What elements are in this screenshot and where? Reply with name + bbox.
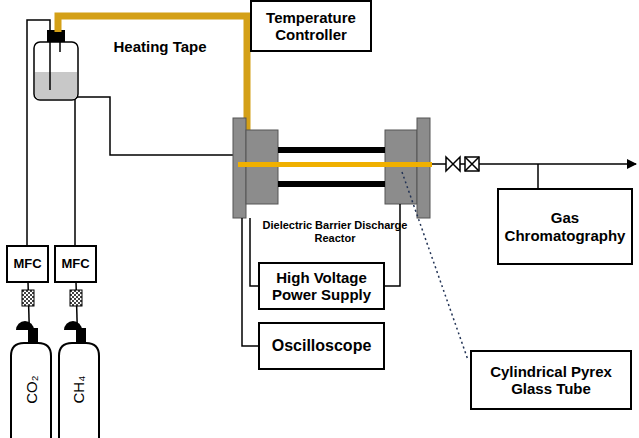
mfc-box: MFC xyxy=(6,245,49,283)
scope-wire xyxy=(242,218,258,346)
box-label: Cylindrical Pyrex Glass Tube xyxy=(474,363,628,398)
filter-symbol xyxy=(70,290,82,306)
callout-box: Cylindrical Pyrex Glass Tube xyxy=(470,350,632,410)
saturator-bottle xyxy=(34,30,78,100)
outlet-line xyxy=(432,163,636,165)
hv-wire xyxy=(250,218,258,286)
valve-symbols xyxy=(446,157,479,171)
dbd-reactor xyxy=(233,118,432,218)
filter-symbol xyxy=(22,290,34,306)
reactor-label: Dielectric Barrier Discharge Reactor xyxy=(262,219,408,244)
oscilloscope-box: Oscilloscope xyxy=(258,322,385,370)
box-label: Gas Chromatography xyxy=(501,209,629,244)
gas-label: CH₄ xyxy=(70,376,87,404)
box-label: Temperature Controller xyxy=(254,9,368,44)
box-label: Oscilloscope xyxy=(272,337,372,355)
feed-line xyxy=(82,97,233,155)
controller-box: Temperature Controller xyxy=(250,0,372,52)
gas-cylinder: CH₄ xyxy=(58,342,100,438)
mfc-box: MFC xyxy=(54,245,97,283)
gas-cylinder: CO₂ xyxy=(10,342,52,438)
heating-tape xyxy=(58,16,247,140)
box-label: High Voltage Power Supply xyxy=(262,269,381,304)
gas-label: CO₂ xyxy=(22,376,39,404)
box-label: MFC xyxy=(13,257,41,272)
box-label: MFC xyxy=(61,257,89,272)
heating-tape-label: Heating Tape xyxy=(100,38,220,55)
power-supply-box: High Voltage Power Supply xyxy=(258,262,385,310)
ch4-gas-line xyxy=(75,97,82,245)
leader-line xyxy=(402,172,468,360)
hv-wire-return xyxy=(385,204,400,286)
gc-box: Gas Chromatography xyxy=(497,188,633,265)
cylinder-valve xyxy=(16,321,86,342)
gc-sample-line xyxy=(537,164,539,188)
